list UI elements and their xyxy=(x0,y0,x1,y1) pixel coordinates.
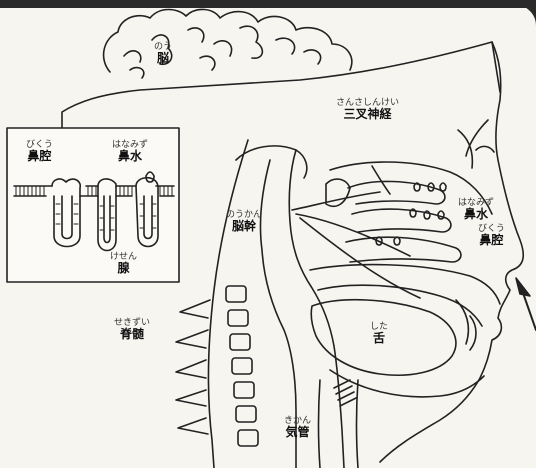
label-brainstem: のうかん 脳幹 xyxy=(226,210,262,234)
turbinate-lower xyxy=(346,237,461,262)
turbinate-middle xyxy=(352,209,451,232)
label-mucus-right: はなみず 鼻水 xyxy=(458,198,494,222)
spinal-word: 脊髄 xyxy=(114,328,150,342)
brain-outline xyxy=(104,9,352,72)
skull-line xyxy=(62,42,500,128)
vertebrae-stack xyxy=(226,286,258,446)
label-tongue: した 舌 xyxy=(370,322,388,346)
spinous-processes xyxy=(176,300,210,434)
label-brain: のう 脳 xyxy=(154,42,172,66)
label-trigeminal: さんさしんけい 三叉神経 xyxy=(336,98,399,122)
turbinate-upper xyxy=(348,181,445,204)
mucus-right-word: 鼻水 xyxy=(458,208,494,222)
label-nasal-mucus: はなみず 鼻水 xyxy=(112,140,148,164)
trachea-word: 気管 xyxy=(284,426,311,440)
label-gland: けせん 腺 xyxy=(110,252,137,276)
nostril-arrow-head xyxy=(516,278,530,296)
nasal-floor xyxy=(310,265,500,304)
label-spinal: せきずい 脊髄 xyxy=(114,318,150,342)
cavity-right-word: 鼻腔 xyxy=(478,234,505,248)
cerebellum-line xyxy=(236,146,307,178)
label-nasal-cavity: びくう 鼻腔 xyxy=(26,140,53,164)
nasal-mucus-word: 鼻水 xyxy=(112,150,148,164)
nasal-cavity-word: 鼻腔 xyxy=(26,150,53,164)
tongue-word: 舌 xyxy=(370,332,388,346)
eye-detail xyxy=(458,120,494,168)
brainstem-word: 脳幹 xyxy=(226,220,262,234)
label-cavity-right: びくう 鼻腔 xyxy=(478,224,505,248)
label-trachea: きかん 気管 xyxy=(284,416,311,440)
neck-back xyxy=(208,140,248,468)
trachea-rings xyxy=(334,380,356,406)
gland-word: 腺 xyxy=(110,262,137,276)
trigeminal-word: 三叉神経 xyxy=(336,108,399,122)
brain-word: 脳 xyxy=(154,52,172,66)
palate xyxy=(318,285,482,326)
mucus-droplets xyxy=(376,183,446,245)
top-edge-band xyxy=(0,0,536,8)
